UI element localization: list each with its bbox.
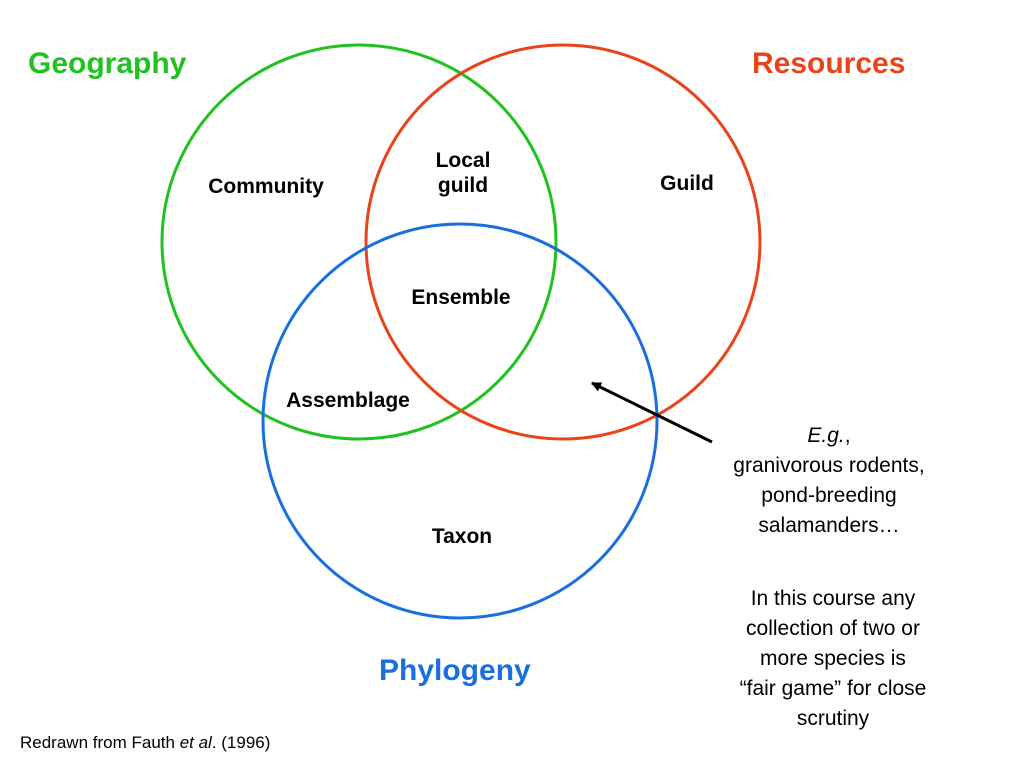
course-note-line5: scrutiny <box>796 707 870 731</box>
example-note-line4: salamanders… <box>758 514 900 538</box>
citation: Redrawn from Fauth et al. (1996) <box>20 733 270 753</box>
phylogeny-circle <box>261 222 659 620</box>
example-note-line1: E.g., <box>733 421 924 451</box>
resources-title: Resources <box>752 47 906 80</box>
example-note: E.g., granivorous rodents, pond-breeding… <box>733 421 924 541</box>
taxon-label: Taxon <box>431 525 493 548</box>
course-note: In this course any collection of two or … <box>740 584 927 734</box>
geography-circle <box>160 43 558 441</box>
citation-prefix: Redrawn from Fauth <box>20 733 180 752</box>
pointer-arrow <box>591 381 713 444</box>
ensemble-label: Ensemble <box>411 286 511 309</box>
phylogeny-title: Phylogeny <box>379 654 531 687</box>
eg-comma: , <box>844 424 851 447</box>
citation-suffix: . (1996) <box>211 733 271 752</box>
local-guild-line2: guild <box>437 174 489 198</box>
course-note-line1: In this course any <box>750 587 916 610</box>
citation-italic: et al <box>179 733 212 752</box>
local-guild-line1: Local <box>435 149 491 172</box>
community-label: Community <box>208 175 324 198</box>
local-guild-label: Local guild <box>436 148 491 198</box>
example-note-line2: granivorous rodents, <box>733 454 925 478</box>
guild-label: Guild <box>660 172 714 195</box>
geography-title: Geography <box>28 47 187 80</box>
assemblage-label: Assemblage <box>286 389 410 412</box>
course-note-line2: collection of two or <box>746 617 920 641</box>
example-note-line3: pond-breeding <box>761 484 897 508</box>
course-note-line3: more species is <box>760 647 906 671</box>
course-note-line4: “fair game” for close <box>739 677 927 701</box>
resources-circle <box>364 43 762 441</box>
eg-text: E.g. <box>807 424 845 447</box>
